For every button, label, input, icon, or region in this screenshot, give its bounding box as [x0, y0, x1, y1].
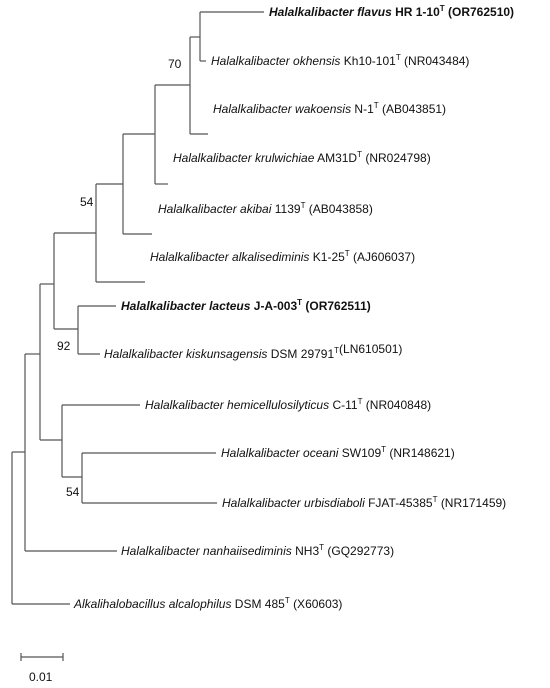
taxon-label: Halalkalibacter akibai 1139T (AB043858) [158, 201, 373, 216]
scale-bar: 0.01 [20, 653, 64, 684]
bootstrap-label: 54 [80, 195, 94, 209]
taxon-label: Halalkalibacter alkalisediminis K1-25T (… [150, 249, 415, 264]
taxon-label: Halalkalibacter urbisdiaboli FJAT-45385T… [222, 495, 506, 510]
taxon-label: Halalkalibacter okhensis Kh10-101T (NR04… [211, 53, 469, 68]
taxon-label: Halalkalibacter flavus HR 1-10T (OR76251… [269, 4, 514, 19]
taxon-label: Halalkalibacter krulwichiae AM31DT (NR02… [173, 150, 431, 165]
bootstrap-label: 70 [168, 57, 182, 71]
taxon-label: Alkalihalobacillus alcalophilus DSM 485T… [73, 596, 342, 611]
bootstrap-label: 54 [66, 485, 80, 499]
taxon-label: Halalkalibacter hemicellulosilyticus C-1… [145, 397, 431, 412]
taxon-label: Halalkalibacter nanhaiisediminis NH3T (G… [121, 543, 394, 558]
tree-branches [11, 11, 264, 605]
taxon-label: Halalkalibacter lacteus J-A-003T (OR7625… [121, 298, 371, 313]
taxon-label: Halalkalibacter wakoensis N-1T (AB043851… [213, 101, 446, 116]
taxon-label: Halalkalibacter oceani SW109T (NR148621) [221, 445, 455, 460]
bootstrap-label: 92 [57, 339, 71, 353]
taxon-label: Halalkalibacter kiskunsagensis DSM 29791… [104, 342, 402, 361]
scale-bar-label: 0.01 [29, 670, 53, 684]
